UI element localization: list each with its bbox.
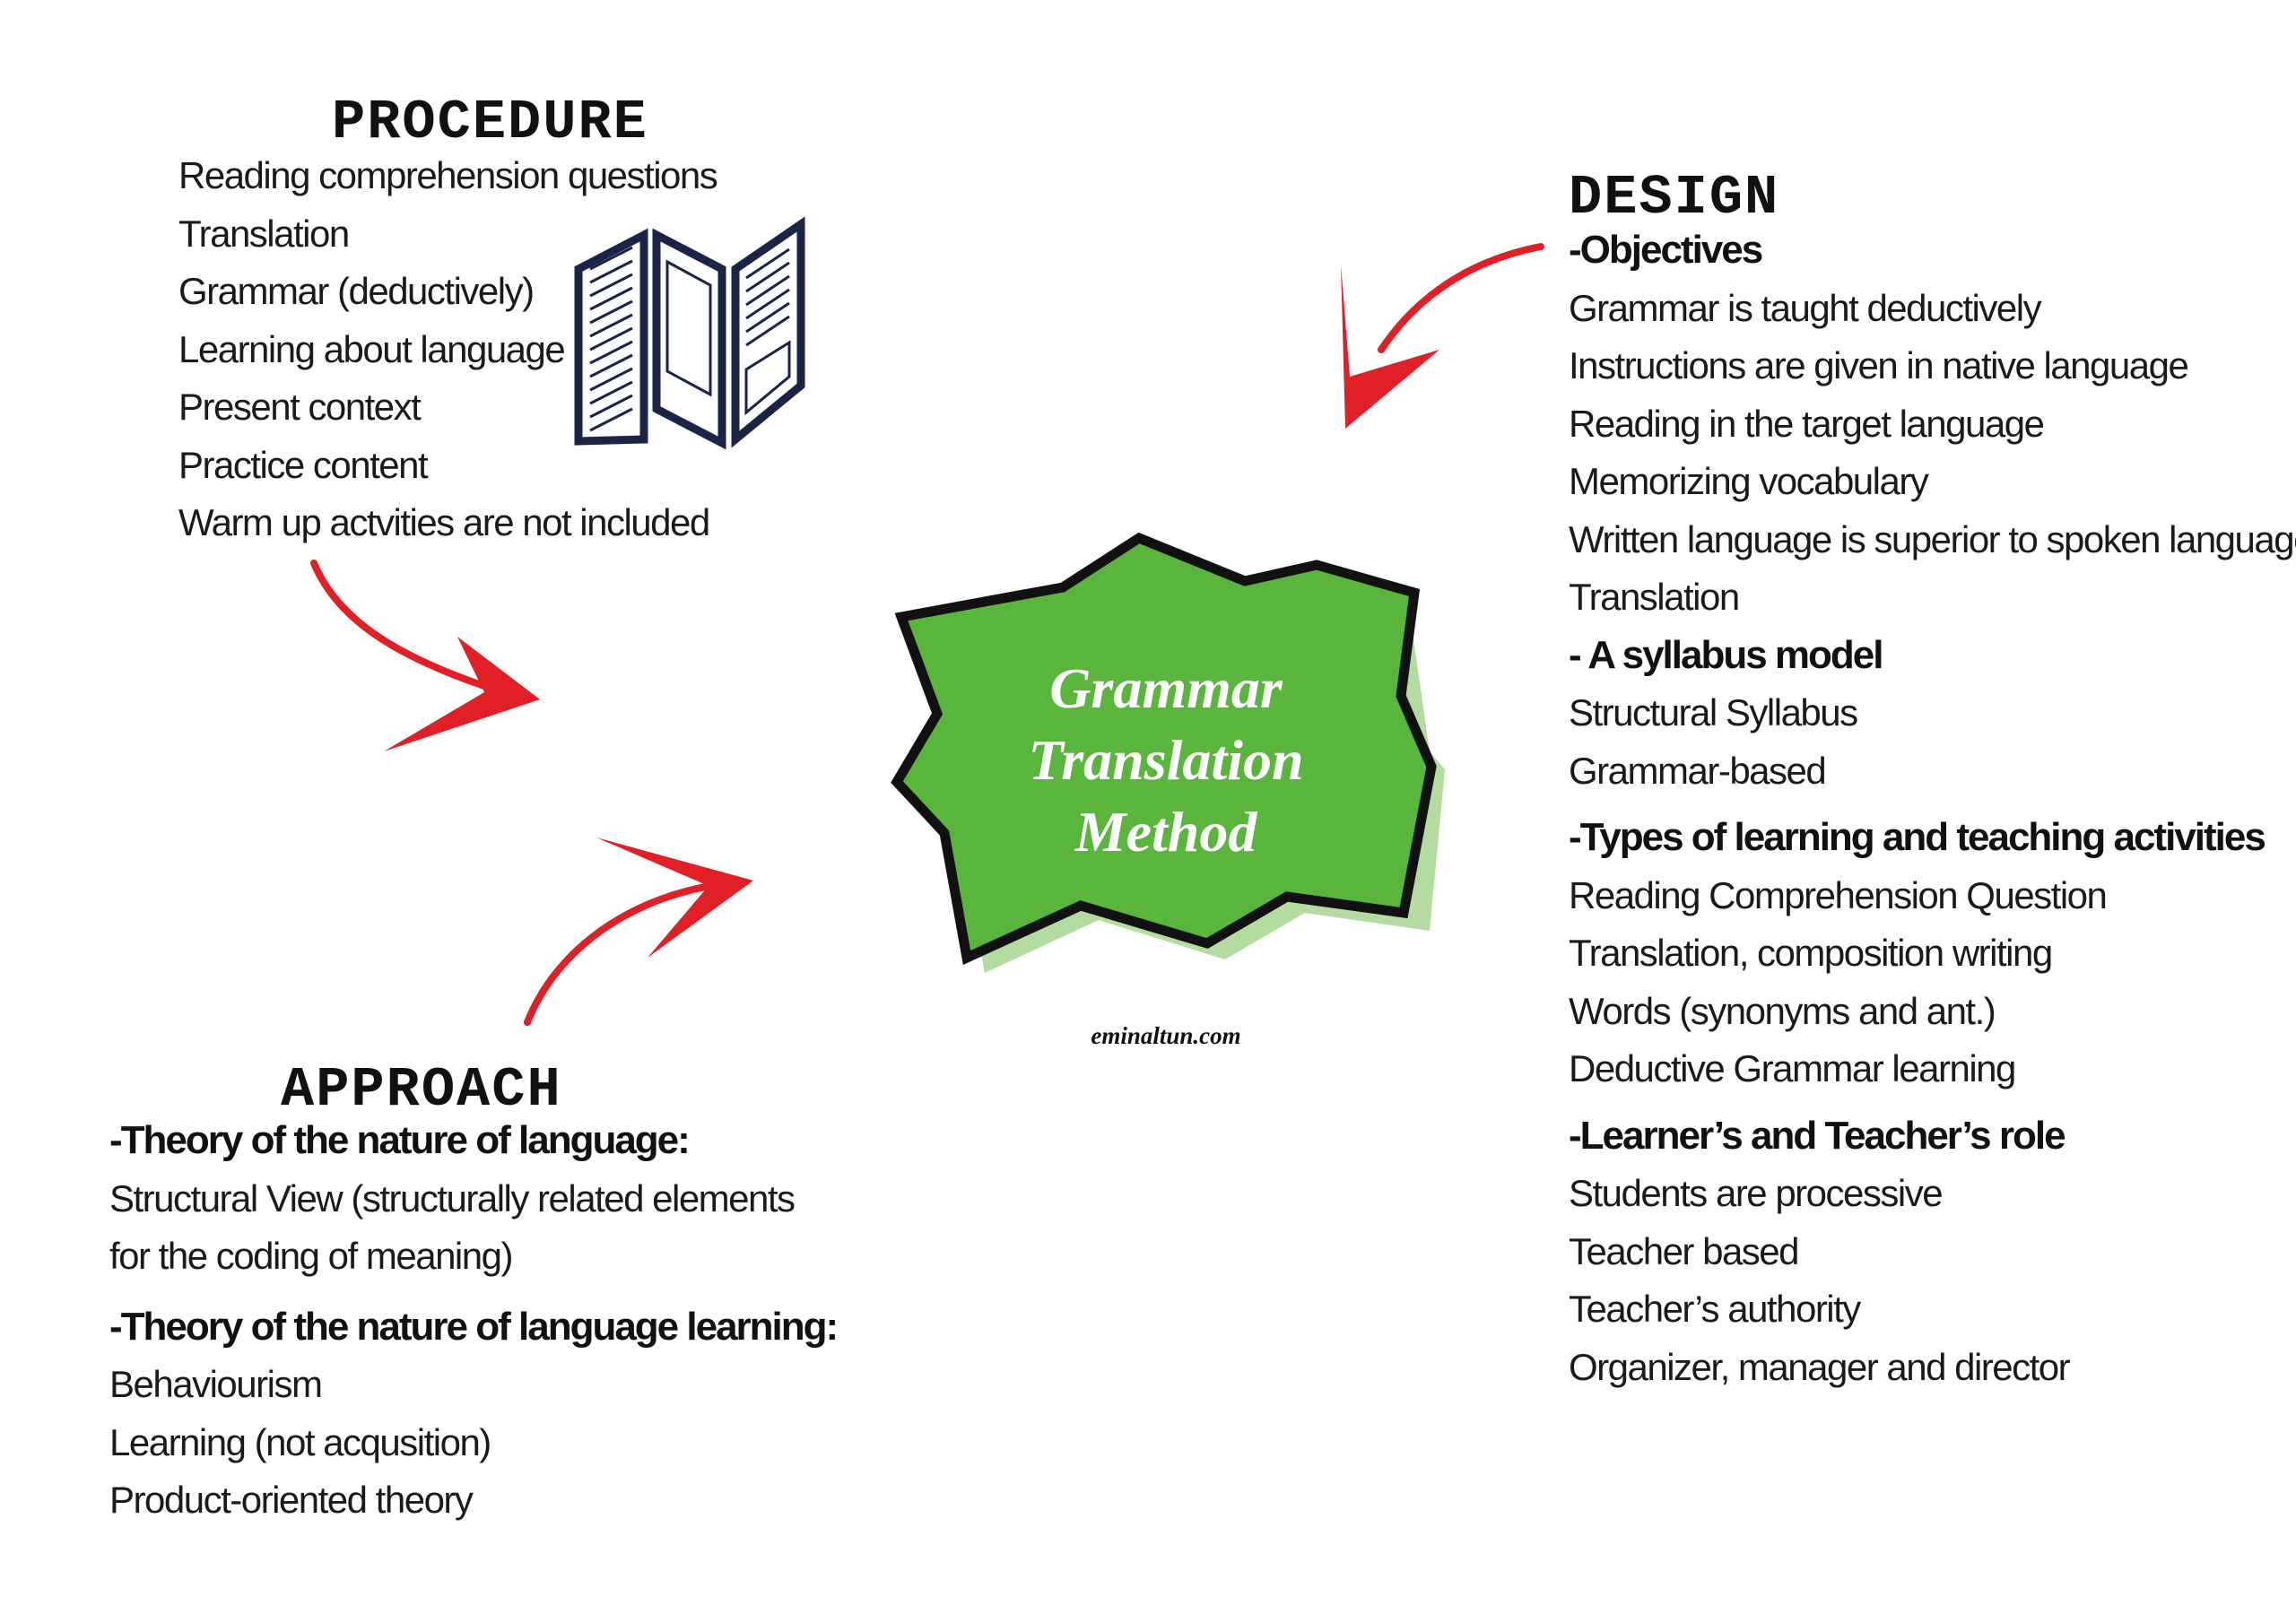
list-item: Deductive Grammar learning (1569, 1047, 2016, 1089)
list-item: Reading comprehension questions (178, 154, 718, 196)
design-objectives-label: -Objectives (1569, 228, 1763, 272)
procedure-heading: PROCEDURE (332, 91, 648, 154)
design-heading: DESIGN (1569, 166, 1780, 230)
approach-list: -Theory of the nature of language: Struc… (109, 1112, 839, 1530)
design-list: -Objectives Grammar is taught deductivel… (1569, 221, 2296, 1396)
design-activities-label: -Types of learning and teaching activiti… (1569, 815, 2266, 859)
list-item: Present context (178, 386, 422, 428)
list-item: Organizer, manager and director (1569, 1345, 2071, 1388)
list-item: Product-oriented theory (109, 1479, 474, 1521)
list-item: Learning about language (178, 327, 566, 370)
approach-heading: APPROACH (281, 1058, 562, 1122)
list-item: Behaviourism (109, 1363, 323, 1405)
list-item: Structural Syllabus (1569, 691, 1858, 733)
design-syllabus-label: - A syllabus model (1569, 632, 1883, 677)
list-item: Warm up actvities are not included (178, 501, 710, 543)
list-item: Practice content (178, 443, 429, 486)
arrow-design-to-center (1341, 243, 1544, 429)
center-title: Grammar Translation Method (969, 653, 1363, 868)
list-item: Students are processive (1569, 1172, 1944, 1214)
list-item: Grammar-based (1569, 749, 1827, 792)
list-item: Words (synonyms and ant.) (1569, 989, 1996, 1032)
list-item: Grammar (deductively) (178, 270, 535, 312)
list-item: Memorizing vocabulary (1569, 460, 1929, 502)
procedure-list: Reading comprehension questions Translat… (178, 147, 718, 552)
watermark: eminaltun.com (1091, 1022, 1241, 1049)
list-item: Translation, composition writing (1569, 932, 2053, 974)
list-item: for the coding of meaning) (109, 1235, 513, 1277)
open-book-icon (574, 216, 805, 450)
list-item: Structural View (structurally related el… (109, 1176, 796, 1219)
arrow-approach-to-center (524, 838, 753, 1026)
list-item: Instructions are given in native languag… (1569, 344, 2189, 386)
list-item: Written language is superior to spoken l… (1569, 517, 2296, 560)
arrow-procedure-to-center (310, 560, 540, 751)
approach-learning-label: -Theory of the nature of language learni… (109, 1304, 839, 1349)
list-item: Teacher’s authority (1569, 1288, 1861, 1330)
center-title-line: Grammar (1049, 656, 1283, 720)
list-item: Reading Comprehension Question (1569, 873, 2108, 916)
list-item: Translation (1569, 576, 1740, 618)
list-item: Learning (not acqusition) (109, 1420, 491, 1463)
starburst (891, 532, 1437, 965)
list-item: Teacher based (1569, 1229, 1800, 1272)
list-item: Reading in the target language (1569, 402, 2045, 445)
list-item: Grammar is taught deductively (1569, 286, 2042, 329)
design-roles-label: -Learner’s and Teacher’s role (1569, 1113, 2066, 1158)
list-item: Translation (178, 212, 350, 255)
approach-language-label: -Theory of the nature of language: (109, 1118, 691, 1162)
center-title-line: Method (1074, 800, 1257, 864)
center-title-line: Translation (1028, 728, 1304, 792)
